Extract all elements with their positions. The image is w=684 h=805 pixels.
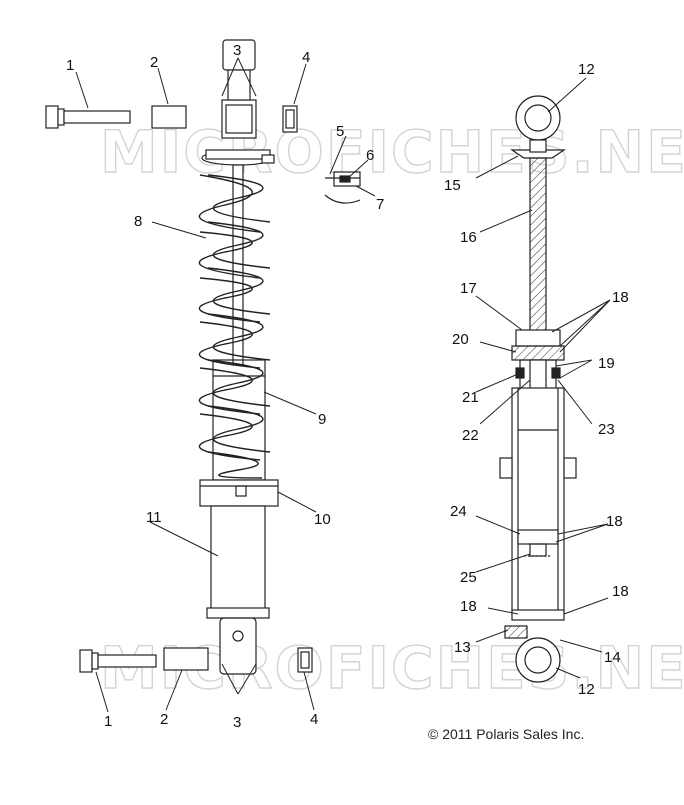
- callout-8: 8: [134, 213, 142, 230]
- callout-20: 20: [452, 331, 469, 348]
- right-callouts: 12 15 16 17 18 20 19 21 22 23 24 18 25 1…: [444, 61, 629, 698]
- copyright-notice: © 2011 Polaris Sales Inc.: [428, 726, 585, 742]
- callout-11: 11: [146, 509, 162, 526]
- floating-piston: [517, 529, 559, 545]
- callout-14: 14: [604, 649, 621, 666]
- callout-1-bottom: 1: [104, 713, 112, 730]
- callout-5: 5: [336, 123, 344, 140]
- callout-2-top: 2: [150, 54, 158, 71]
- top-bolt: [45, 105, 131, 129]
- callout-18-a: 18: [612, 289, 629, 306]
- callout-18-c: 18: [460, 598, 477, 615]
- left-shock-assembly: [45, 39, 361, 675]
- lower-bolt: [79, 649, 157, 673]
- shock-body: [210, 505, 266, 615]
- piston-rod: [529, 157, 547, 339]
- callout-3-top: 3: [233, 42, 241, 59]
- callout-21: 21: [462, 389, 479, 406]
- coil-spring: [198, 174, 271, 479]
- callout-4-top: 4: [302, 49, 310, 66]
- top-nut: [282, 105, 298, 133]
- left-leaders: [75, 57, 376, 713]
- right-shock-cutaway: [499, 95, 577, 683]
- top-spacer: [151, 105, 187, 129]
- callout-19: 19: [598, 355, 615, 372]
- retainer-clip: [261, 154, 361, 204]
- callout-2-bottom: 2: [160, 711, 168, 728]
- top-bushing: [221, 99, 257, 139]
- callout-1-top: 1: [66, 57, 74, 74]
- lower-spacer: [163, 647, 209, 671]
- lower-nut: [297, 647, 313, 673]
- callout-13: 13: [454, 639, 471, 656]
- callout-18-d: 18: [612, 583, 629, 600]
- lower-eye: [219, 617, 257, 675]
- left-callouts: 1 2 3 4 5 6 7 8 9 10 11 1 2 3 4: [66, 42, 384, 731]
- callout-7: 7: [376, 196, 384, 213]
- callout-22: 22: [462, 427, 479, 444]
- callout-15: 15: [444, 177, 461, 194]
- callout-4-bottom: 4: [310, 711, 318, 728]
- right-leaders: [475, 77, 611, 679]
- callout-3-bottom: 3: [233, 714, 241, 731]
- shock-cylinder: [511, 387, 565, 615]
- callout-12-top: 12: [578, 61, 595, 78]
- adjuster-nut: [199, 479, 279, 507]
- callout-12-bottom: 12: [578, 681, 595, 698]
- callout-10: 10: [314, 511, 331, 528]
- callout-25: 25: [460, 569, 477, 586]
- watermark-top: MICROFICHES.NET: [100, 118, 684, 186]
- callout-16: 16: [460, 229, 477, 246]
- callout-9: 9: [318, 411, 326, 428]
- callout-6: 6: [366, 147, 374, 164]
- callout-24: 24: [450, 503, 467, 520]
- callout-23: 23: [598, 421, 615, 438]
- callout-18-b: 18: [606, 513, 623, 530]
- callout-17: 17: [460, 280, 477, 297]
